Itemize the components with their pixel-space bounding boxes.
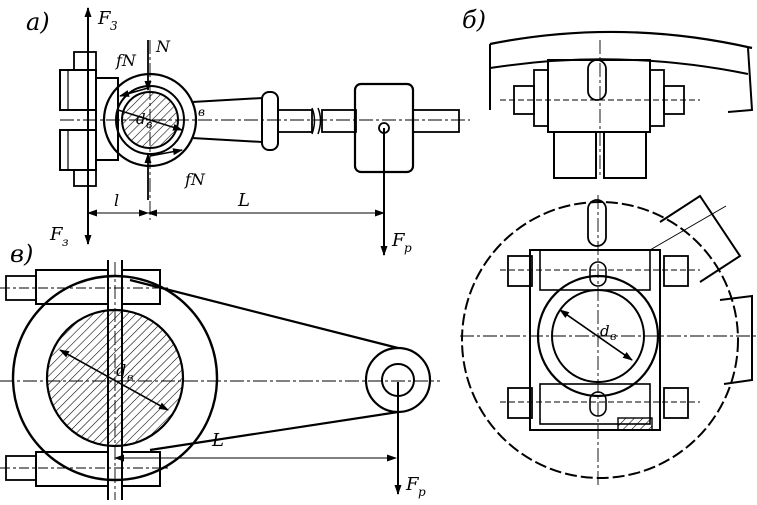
label-l: l xyxy=(114,191,119,210)
label-f3-bottom-sub: з xyxy=(62,235,69,249)
label-f3-top: F xyxy=(97,8,112,29)
panel-b: б) xyxy=(460,6,757,485)
label-d-a: d xyxy=(136,110,146,128)
label-fn-top: fN xyxy=(115,51,137,70)
panel-a: а) xyxy=(26,7,470,256)
panel-v: в) d в xyxy=(0,240,440,500)
label-f3-top-sub: 3 xyxy=(110,19,118,33)
label-L-v: L xyxy=(211,430,224,451)
label-d-b-sub: в xyxy=(610,330,616,343)
panel-label-b: б) xyxy=(462,6,486,34)
force-arrow-fn-bottom xyxy=(149,148,183,157)
label-b: в xyxy=(198,105,205,119)
label-d-b: d xyxy=(600,322,610,340)
label-fp-v: F xyxy=(405,474,420,495)
label-fp-a: F xyxy=(391,230,406,251)
force-arrow-fn-top xyxy=(119,87,149,97)
panel-label-a: а) xyxy=(26,8,50,36)
lever-arm-v xyxy=(129,278,399,350)
label-fn-bottom: fN xyxy=(184,170,206,189)
clamp-assembly-b xyxy=(500,40,700,179)
label-d-a-sub: в xyxy=(146,118,152,131)
label-d-v-sub: в xyxy=(127,371,133,384)
label-d-v: d xyxy=(116,361,126,380)
label-fp-a-sub: p xyxy=(404,241,412,255)
rim-outer xyxy=(489,30,753,50)
label-fp-v-sub: p xyxy=(418,485,426,499)
ring-view-b: d в xyxy=(460,194,757,485)
lever-arm-a xyxy=(191,91,357,151)
label-f3-bottom: F xyxy=(49,224,64,245)
label-L-a: L xyxy=(237,190,250,211)
weight-block-a xyxy=(353,82,460,174)
panel-label-v: в) xyxy=(10,240,33,268)
label-n: N xyxy=(155,37,171,56)
